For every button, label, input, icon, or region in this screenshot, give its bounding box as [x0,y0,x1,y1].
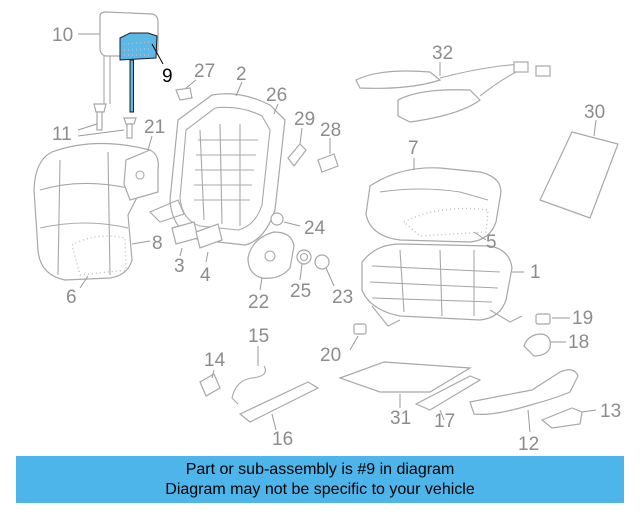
part-3-4-hinge-covers[interactable] [171,221,223,263]
label-25: 25 [290,281,311,302]
part-17-rail-cover[interactable] [414,375,482,421]
label-1: 1 [530,262,541,283]
part-25-ring[interactable] [296,249,312,281]
label-13: 13 [600,401,621,422]
label-14: 14 [204,350,226,371]
part-9-headrest-insert-highlighted[interactable] [119,32,164,113]
label-8: 8 [152,233,163,254]
label-29: 29 [294,109,315,130]
label-11: 11 [52,124,72,145]
label-21: 21 [144,117,165,138]
part-19-clip[interactable] [535,313,570,325]
banner-line-disclaimer: Diagram may not be specific to your vehi… [165,481,475,498]
label-26: 26 [266,85,287,106]
label-10: 10 [52,25,73,46]
part-12-side-cover[interactable] [469,369,579,433]
label-18: 18 [568,332,589,353]
part-21-bracket[interactable] [123,135,159,201]
label-9-highlighted: 9 [162,66,173,87]
part-15-cable[interactable] [231,346,267,405]
banner-line-part-number: Part or sub-assembly is #9 in diagram [185,461,455,478]
info-banner: Part or sub-assembly is #9 in diagram Di… [16,456,624,503]
label-24: 24 [304,218,326,239]
part-27-clip[interactable] [175,79,197,101]
label-22: 22 [248,292,269,313]
part-13-lever[interactable] [540,407,597,429]
part-23-gear[interactable] [314,254,335,287]
label-6: 6 [66,287,77,308]
part-11-guide-sleeves[interactable] [77,103,137,139]
label-16: 16 [272,429,293,450]
part-2-26-seat-back-frame[interactable] [149,81,286,246]
label-23: 23 [332,287,353,308]
seat-parts-diagram: 10 9 27 2 26 11 21 29 28 32 30 7 8 24 5 … [33,11,621,455]
part-24-gear[interactable] [270,212,301,227]
label-12: 12 [518,434,539,455]
label-27: 27 [194,61,215,82]
label-15: 15 [248,326,269,347]
part-30-panel[interactable] [539,119,619,219]
part-14-switch[interactable] [199,369,221,397]
part-7-5-seat-cushion[interactable] [365,158,502,243]
label-31: 31 [390,408,411,429]
label-17: 17 [434,411,455,432]
part-1-seat-frame[interactable] [361,243,524,327]
part-22-cover[interactable] [247,231,295,291]
label-32: 32 [432,43,453,64]
part-31-trim-panel[interactable] [338,361,472,408]
part-29-cap[interactable] [287,127,307,167]
label-7: 7 [408,138,419,159]
part-32-harness[interactable] [355,61,551,123]
label-19: 19 [572,308,593,329]
part-16-trim-strip[interactable] [238,381,320,431]
label-4: 4 [200,265,211,286]
part-20-bolt[interactable] [349,323,367,351]
label-30: 30 [584,102,605,123]
label-2: 2 [236,64,247,85]
part-18-knob[interactable] [523,333,566,357]
label-28: 28 [320,120,341,141]
label-20: 20 [320,345,341,366]
part-6-8-seat-back-cover[interactable] [33,142,151,289]
part-28-knob[interactable] [317,138,339,173]
label-5: 5 [486,232,497,253]
label-3: 3 [174,256,185,277]
